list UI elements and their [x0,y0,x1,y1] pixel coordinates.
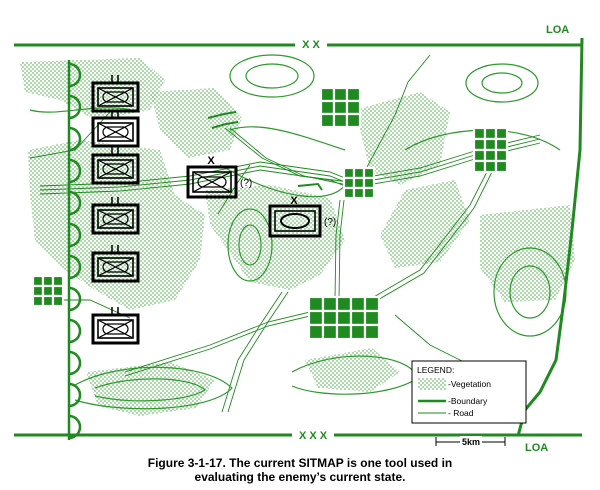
legend-vegetation-label: -Vegetation [448,379,491,389]
legend-vegetation-swatch [418,378,446,390]
legend: LEGEND: -Vegetation -Boundary - Road [411,360,527,424]
forward-line-marker [68,126,82,152]
town-north [319,86,362,129]
contour-line [229,126,346,151]
town-center [342,166,376,200]
towns [31,86,509,341]
contour-line [509,265,551,319]
legend-title: LEGEND: [417,365,454,375]
forward-line-marker [68,94,82,120]
boundary-label-top: X X [302,39,320,51]
forward-line-marker [68,318,82,344]
contour-line [238,224,262,266]
enemy-unit-symbol [186,165,238,199]
road [39,134,541,187]
road [334,199,341,301]
enemy-echelon-mark-2: X [290,195,298,207]
enemy-echelon-mark-1: X [207,155,215,167]
town-south [307,295,381,341]
contour-line [481,72,523,94]
forward-line [67,60,82,440]
legend-boundary-label: -Boundary [448,396,488,406]
legend-road-label: - Road [448,408,474,418]
road [221,291,283,413]
contour-line [219,164,346,198]
contour-line [74,366,233,410]
forward-line-marker [68,62,82,88]
contour-line [94,378,206,402]
loa-label-top: LOA [546,24,569,36]
unit-symbol [91,75,140,113]
vegetation-area [86,362,215,416]
forward-line-marker [68,254,82,280]
unknown-label-1: (?) [240,178,252,189]
forward-line-marker [68,414,82,440]
vegetation-area [380,180,470,268]
unknown-label-2: (?) [324,217,336,228]
vegetation-area [150,88,242,158]
bridge-symbol [211,121,239,129]
caption-line-2: evaluating the enemy’s current state. [194,470,406,484]
caption-line-1: Figure 3-1-17. The current SITMAP is one… [147,456,453,470]
road [394,314,471,366]
road [217,164,251,215]
contour-line [227,208,273,282]
bridge-symbol [297,182,323,191]
road [229,127,353,187]
road [39,138,541,191]
town-east [472,126,509,174]
forward-line-marker [68,222,82,248]
road [224,127,351,183]
vegetation-area [480,205,575,302]
bridge-symbol [207,111,237,119]
unit-symbol [91,307,140,345]
scale-label: 5km [462,437,480,447]
road [363,159,499,309]
terrain-contours [29,54,567,410]
contour-line [465,63,539,103]
forward-line-marker [68,382,82,408]
loa-line [516,37,584,437]
forward-line-marker [68,286,82,312]
forward-line-marker [68,158,82,184]
situation-map: LEGEND: -Vegetation -Boundary - Road 5km… [14,24,584,454]
loa-label-bottom: LOA [525,442,548,454]
road [359,157,495,306]
contour-line [229,54,315,98]
vegetation-area [305,348,400,392]
road [227,291,289,413]
unit-symbol [91,110,140,148]
unit-symbol [91,147,140,185]
unit-symbol [91,245,140,283]
contour-line [245,63,299,89]
roads [29,54,541,413]
town-west [31,274,65,308]
road [124,309,336,377]
road [359,54,431,181]
forward-line-marker [68,190,82,216]
vegetation-area [355,92,450,185]
forward-line-marker [68,350,82,376]
enemy-unit-symbol [268,204,322,238]
unit-symbols [91,75,322,345]
contour-line [29,107,141,113]
boundary-label-bottom: X X X [299,430,328,442]
unit-symbol [91,197,140,235]
obstacle-symbols [207,111,323,191]
figure-caption: Figure 3-1-17. The current SITMAP is one… [0,456,600,484]
road [338,199,345,301]
road [124,305,336,373]
